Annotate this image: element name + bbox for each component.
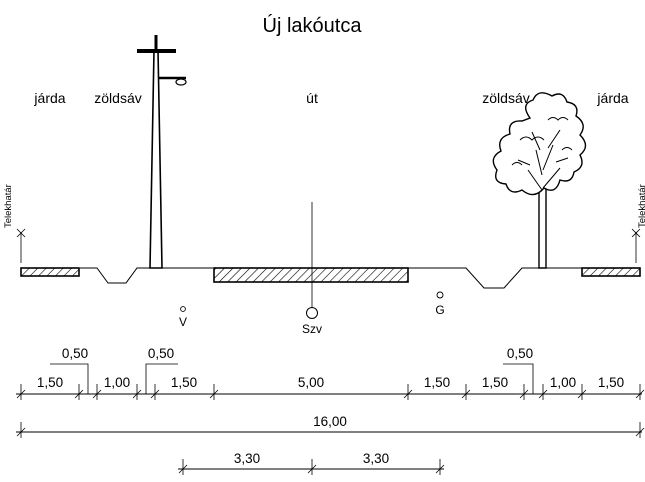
utility-pole-icon — [137, 35, 187, 269]
dim-jarda-left: 1,50 — [37, 375, 63, 390]
sidewalk-right — [581, 267, 641, 277]
utility-g-marker: G — [435, 291, 445, 317]
dimension-offsets: 0,50 0,50 0,50 — [50, 346, 534, 394]
dim-road: 5,00 — [298, 375, 324, 390]
dim-right-strip: 1,50 — [424, 375, 450, 390]
zone-label-zoldsav-right: zöldsáv — [482, 90, 529, 106]
road-pavement — [213, 267, 409, 283]
utility-g-label: G — [435, 303, 444, 317]
property-line-label-right: Telekhatár — [637, 184, 645, 228]
dim-offset-left: 0,50 — [62, 346, 88, 361]
dim-offset-pole: 0,50 — [148, 346, 174, 361]
zone-label-jarda-left: járda — [33, 90, 65, 106]
zone-label-zoldsav-left: zöldsáv — [94, 90, 141, 106]
dimension-halves: 3,30 3,30 — [178, 451, 445, 475]
dim-half-right: 3,30 — [363, 451, 389, 466]
utility-szv-marker: Szv — [302, 307, 322, 336]
dim-zoldsav-left: 1,00 — [104, 375, 130, 390]
dim-jarda-right: 1,50 — [598, 375, 624, 390]
sidewalk-left — [20, 267, 80, 277]
diagram-title: Új lakóutca — [263, 14, 363, 37]
dim-zoldsav-right-outer: 1,50 — [482, 375, 508, 390]
dim-zoldsav-right: 1,00 — [550, 375, 576, 390]
property-line-label-left: Telekhatár — [3, 184, 14, 228]
utility-v-marker: V — [179, 306, 187, 329]
property-line-right: Telekhatár — [631, 184, 645, 263]
dim-offset-tree: 0,50 — [507, 346, 533, 361]
utility-szv-label: Szv — [302, 322, 322, 336]
zone-label-ut: út — [306, 90, 318, 106]
zone-label-jarda-right: járda — [596, 90, 628, 106]
dimension-chain-segments: 1,50 1,00 1,50 5,00 1,50 1,50 1,00 1,50 — [16, 375, 645, 400]
dim-total-label: 16,00 — [313, 414, 347, 429]
dimension-total: 16,00 — [16, 414, 645, 438]
property-line-left: Telekhatár — [3, 184, 26, 263]
dim-half-left: 3,30 — [234, 451, 260, 466]
utility-v-label: V — [179, 315, 187, 329]
dim-left-strip: 1,50 — [171, 375, 197, 390]
tree-icon — [492, 92, 587, 269]
